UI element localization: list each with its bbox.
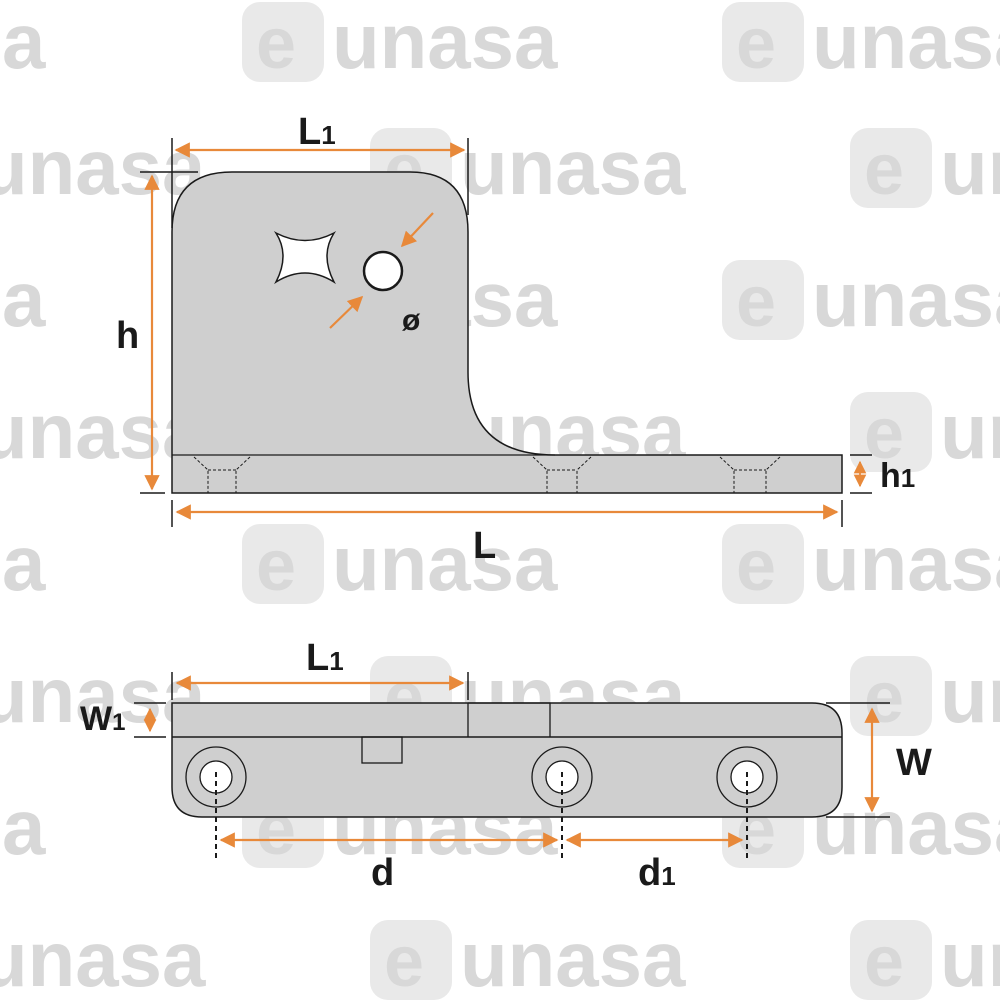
watermark-text: unasa — [940, 123, 1000, 211]
watermark-text: unasa — [940, 387, 1000, 475]
watermark-letter: e — [864, 922, 904, 1000]
diameter-arrow-lower — [329, 295, 364, 329]
label-W: W — [896, 742, 932, 784]
label-L: L — [473, 525, 496, 567]
label-h: h — [116, 315, 139, 357]
watermark-letter: e — [384, 922, 424, 1000]
watermark-text: unasa — [0, 519, 46, 607]
watermark-text: unasa — [812, 255, 1000, 343]
top-view: L1 W1 W d d1 — [80, 637, 932, 894]
label-d1: d1 — [638, 852, 676, 894]
watermark-letter: e — [864, 658, 904, 738]
upright-step — [467, 702, 551, 737]
watermark-badge — [722, 2, 804, 82]
watermark-text: unasa — [812, 783, 1000, 871]
watermark-letter: e — [256, 526, 296, 606]
hidden-hole-1 — [193, 456, 251, 493]
watermark-badge — [242, 524, 324, 604]
label-diameter: ø — [402, 304, 421, 337]
watermark-letter: e — [736, 4, 776, 84]
star-cutout — [273, 231, 337, 285]
label-h1: h1 — [880, 457, 915, 495]
watermark-letter: e — [736, 262, 776, 342]
side-view: L1 h ø h1 L — [116, 111, 915, 567]
watermark-badge — [722, 260, 804, 340]
watermark-badge — [850, 128, 932, 208]
watermark-text: unasa — [940, 651, 1000, 739]
watermark-badge — [242, 2, 324, 82]
watermark-letter: e — [736, 526, 776, 606]
watermark-text: unasa — [940, 915, 1000, 1000]
watermark-text: unasa — [332, 519, 558, 607]
label-W1: W1 — [80, 700, 125, 738]
watermark-text: unasa — [0, 915, 206, 1000]
watermark-text: unasa — [332, 0, 558, 85]
label-L1-top: L1 — [306, 637, 344, 679]
watermark-text: unasa — [460, 915, 686, 1000]
watermark-text: unasa — [460, 123, 686, 211]
side-view-body — [171, 171, 843, 494]
watermark-letter: e — [256, 4, 296, 84]
watermark-badge — [370, 920, 452, 1000]
watermark-badge — [722, 524, 804, 604]
hidden-hole-2 — [532, 456, 592, 493]
hidden-hole-3 — [719, 456, 781, 493]
top-view-body — [171, 702, 843, 818]
round-hole — [362, 250, 404, 292]
watermark-badge — [850, 920, 932, 1000]
diameter-arrow-upper — [400, 212, 434, 248]
watermark-badge — [850, 392, 932, 472]
watermark-letter: e — [864, 130, 904, 210]
watermark-text: unasa — [812, 519, 1000, 607]
label-d: d — [371, 852, 394, 894]
label-L1-side: L1 — [298, 111, 336, 153]
center-notch — [361, 736, 403, 764]
watermark-text: unasa — [0, 0, 46, 85]
watermark-text: unasa — [0, 123, 206, 211]
watermark-text: unasa — [0, 783, 46, 871]
watermark-text: unasa — [0, 255, 46, 343]
watermark-letter: e — [864, 394, 904, 474]
watermark-text: unasa — [812, 0, 1000, 85]
